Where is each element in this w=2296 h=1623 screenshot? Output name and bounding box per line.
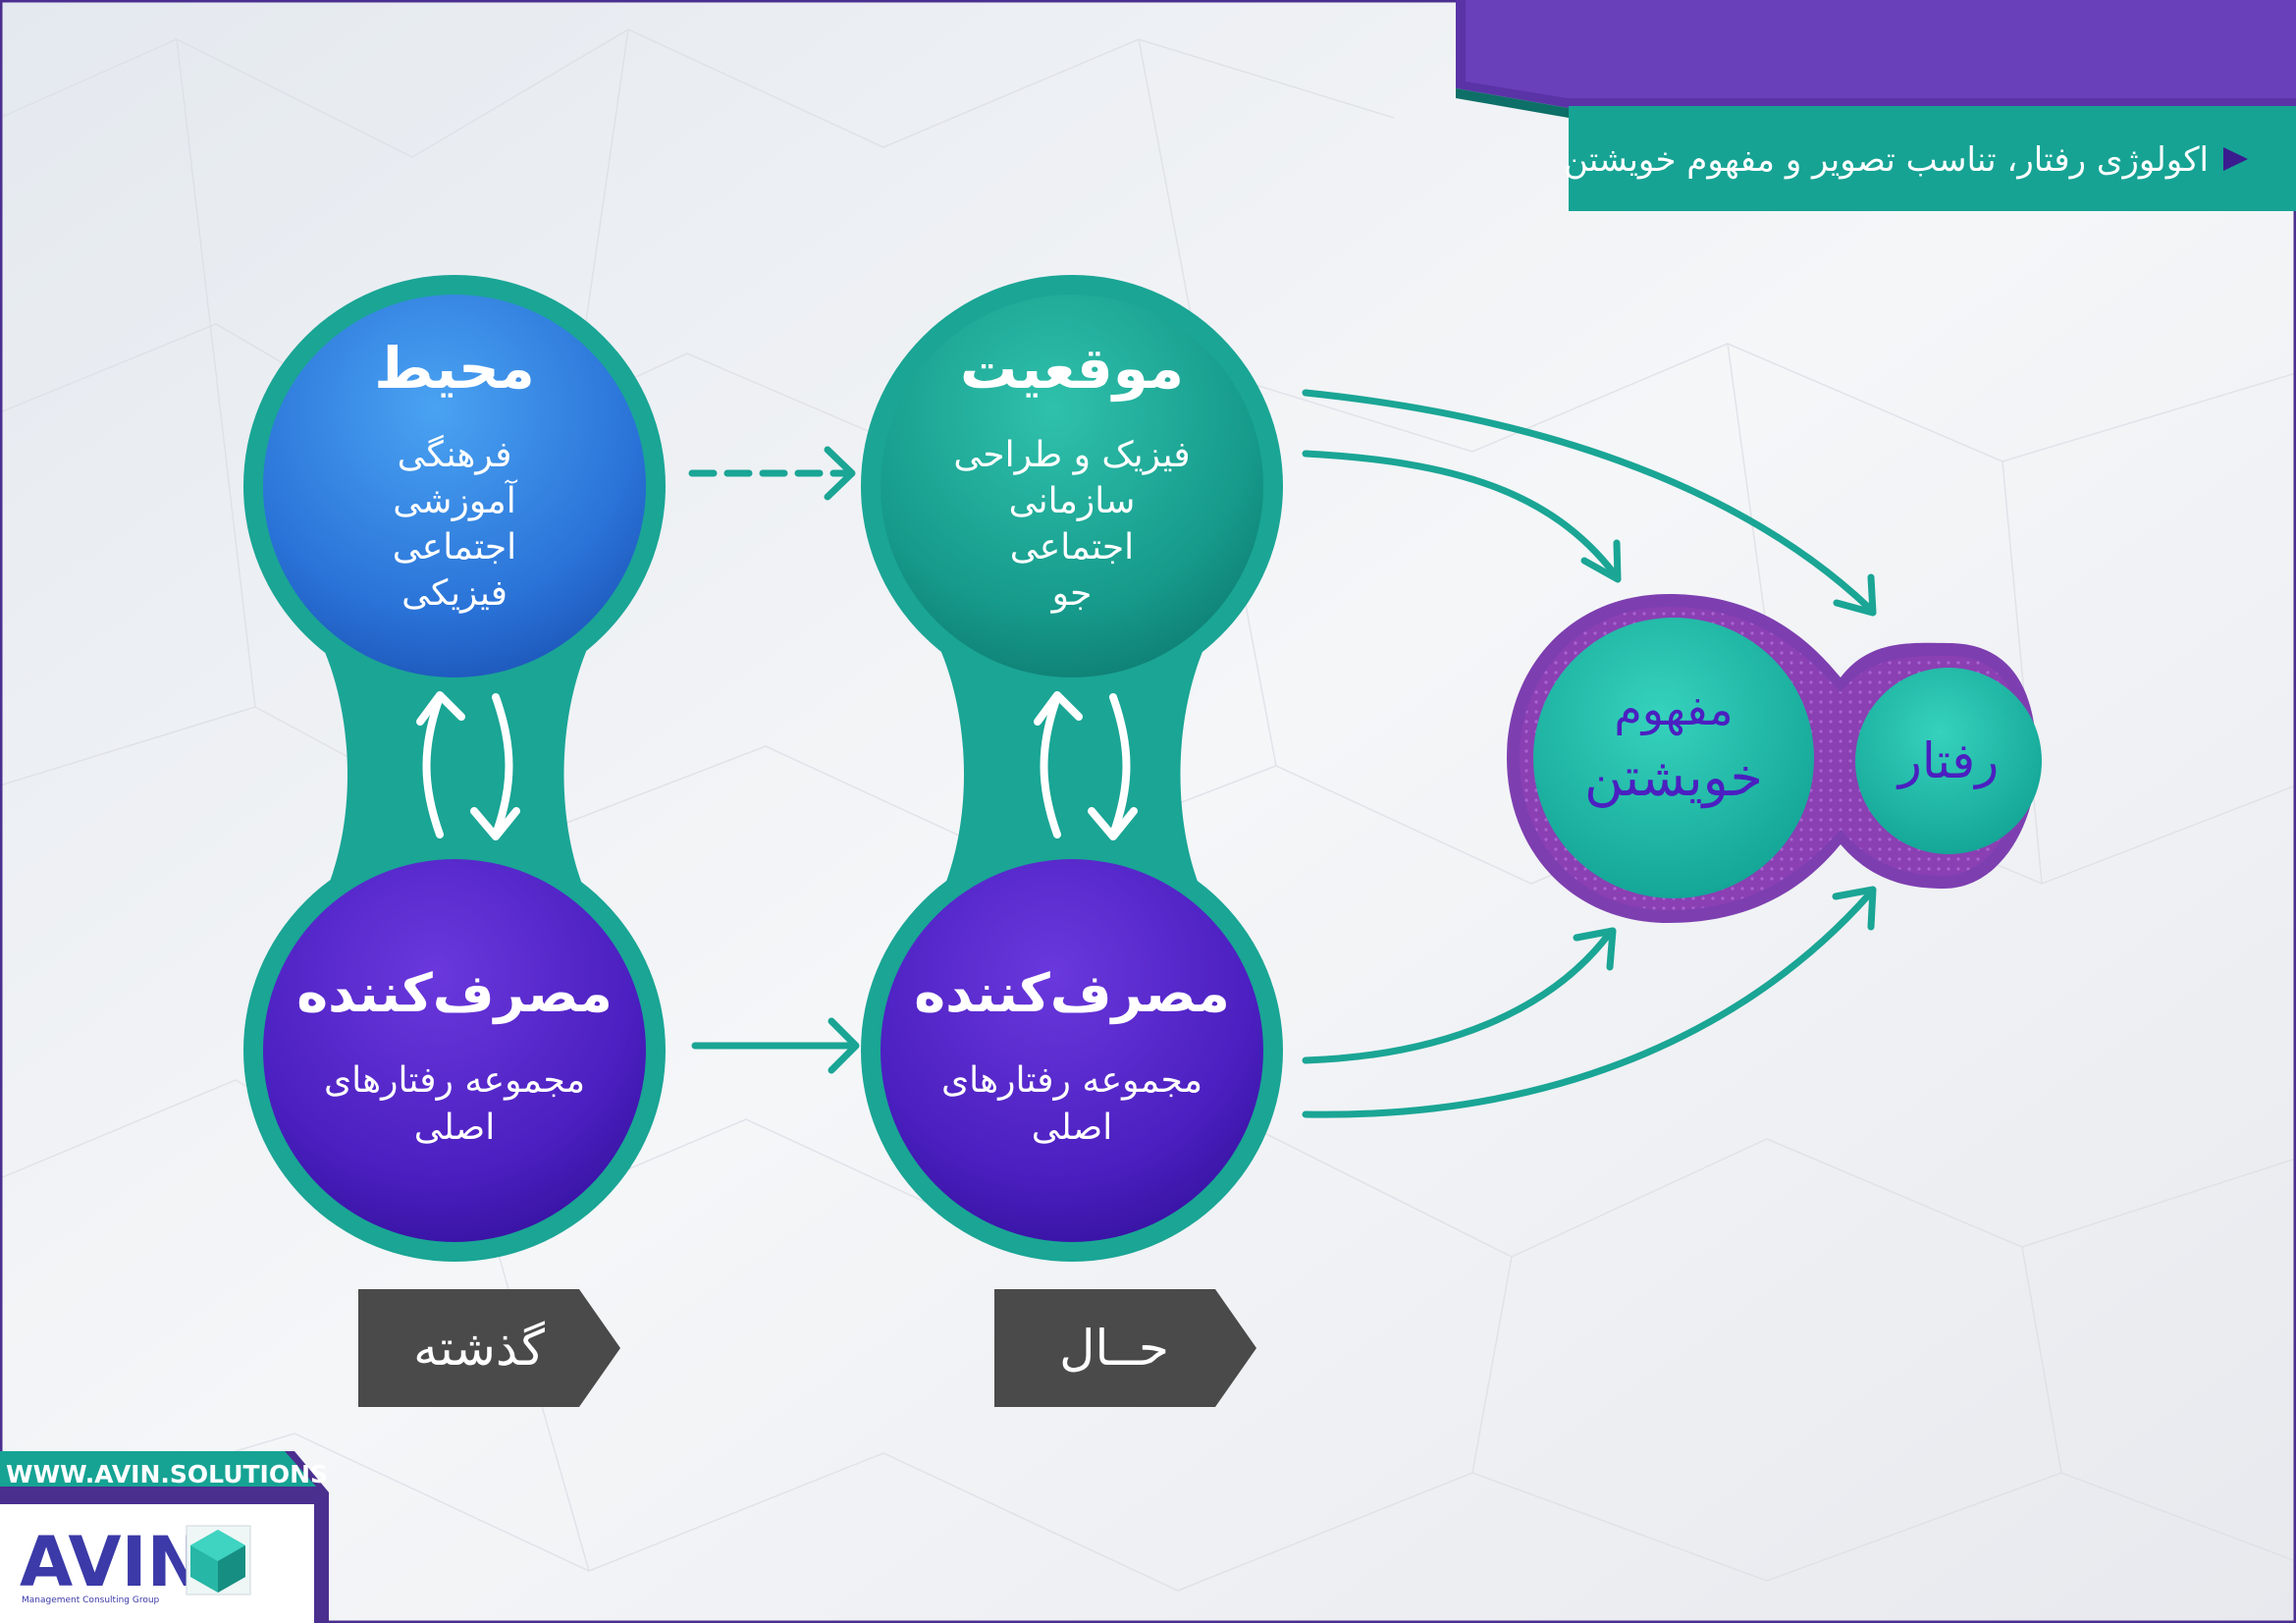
present-down-arrow (1109, 693, 1131, 839)
behavior-circle (1855, 668, 2042, 854)
present-situation-item-1: فیزیک و طراحی (953, 435, 1190, 475)
present-consumer-circle (881, 859, 1263, 1242)
logo-icon (186, 1525, 251, 1596)
arrow-consumer-to-behavior (1302, 890, 1874, 1118)
self-concept-line-1: مفهوم (1614, 682, 1733, 736)
past-consumer-item-2: اصلی (414, 1108, 496, 1148)
past-up-arrow (422, 693, 444, 839)
present-consumer-title: مصرف‌کننده (914, 962, 1230, 1024)
past-environment-item-4: فیزیکی (401, 573, 507, 614)
present-situation-item-3: اجتماعی (1010, 527, 1134, 568)
present-consumer-item-1: مجموعه رفتارهای (941, 1060, 1202, 1101)
header-banner: اکولوژی رفتار، تناسب تصویر و مفهوم خویشت… (1456, 0, 2296, 211)
present-situation-item-2: سازمانی (1009, 481, 1136, 521)
present-vertical-arrows (1034, 691, 1138, 840)
outcome-arrows (1302, 389, 1877, 1118)
present-label: حــال (1059, 1320, 1169, 1377)
present-timeline-label: حــال (994, 1289, 1256, 1407)
past-down-arrow (492, 693, 513, 839)
footer: WWW.AVIN.SOLUTIONS AVIN Management Consu… (0, 1451, 329, 1623)
dashed-arrow-head (824, 446, 856, 501)
past-consumer-item-1: مجموعه رفتارهای (324, 1060, 585, 1101)
website-text: WWW.AVIN.SOLUTIONS (6, 1460, 328, 1488)
past-environment-item-1: فرهنگی (398, 434, 512, 475)
present-situation-item-4: جو (1050, 573, 1093, 614)
logo-subtitle: Management Consulting Group (22, 1596, 160, 1605)
arrow-consumer-to-self-concept (1302, 929, 1614, 1064)
arrow-situation-to-behavior (1302, 389, 1874, 613)
past-environment-item-3: اجتماعی (393, 527, 516, 568)
past-timeline-label: گذشته (358, 1289, 620, 1407)
past-vertical-arrows (416, 691, 520, 840)
header-play-icon (2223, 147, 2248, 171)
past-consumer-title: مصرف‌کننده (296, 962, 613, 1024)
present-situation-circle (881, 295, 1263, 677)
outcome-cluster (1507, 594, 2042, 923)
present-consumer-item-2: اصلی (1032, 1108, 1113, 1148)
self-concept-circle (1533, 618, 1814, 898)
behavior-label: رفتار (1896, 732, 2000, 789)
page-title: اکولوژی رفتار، تناسب تصویر و مفهوم خویشت… (1564, 140, 2209, 180)
past-environment-title: محیط (374, 335, 535, 402)
self-concept-line-2: خویشتن (1584, 746, 1763, 808)
logo-wordmark: AVIN (20, 1522, 204, 1602)
past-environment-circle (263, 295, 646, 677)
past-label: گذشته (413, 1320, 545, 1377)
arrow-situation-to-self-concept (1302, 450, 1619, 578)
present-situation-title: موقعیت (960, 335, 1184, 403)
past-consumer-circle (263, 859, 646, 1242)
past-environment-item-2: آموزشی (393, 478, 517, 521)
arrow-consumer-head (828, 1017, 860, 1074)
present-up-arrow (1040, 693, 1061, 839)
